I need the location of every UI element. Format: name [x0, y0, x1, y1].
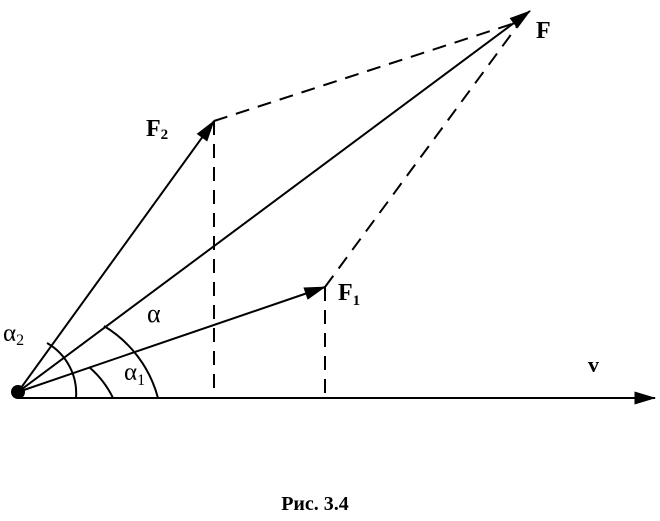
- origin-point: [11, 385, 25, 399]
- arc-alpha: [103, 325, 159, 399]
- dashed-f2-to-f: [213, 20, 522, 122]
- label-alpha2-sub: 2: [16, 332, 24, 349]
- label-f1-main: F: [338, 280, 353, 306]
- label-f2-sub: 2: [161, 127, 169, 143]
- arc-alpha1: [88, 366, 114, 399]
- vector-f1: [17, 286, 327, 393]
- label-alpha2-main: α: [3, 320, 16, 347]
- vector-f: [17, 10, 531, 393]
- label-f2: F2: [146, 116, 168, 143]
- label-alpha2: α2: [3, 320, 24, 349]
- label-alpha1: α1: [124, 359, 145, 389]
- figure-caption: Рис. 3.4: [281, 493, 349, 515]
- dashed-f1-to-f: [324, 20, 522, 288]
- label-f1-sub: 1: [353, 293, 361, 309]
- label-v: v: [588, 352, 599, 377]
- label-f2-main: F: [146, 116, 161, 142]
- arc-alpha2: [46, 342, 78, 399]
- vector-f2: [17, 120, 215, 393]
- label-f1: F1: [338, 280, 360, 309]
- label-alpha1-main: α: [124, 359, 137, 386]
- label-alpha1-sub: 1: [137, 372, 145, 389]
- label-alpha: α: [147, 299, 161, 328]
- label-f: F: [536, 18, 551, 44]
